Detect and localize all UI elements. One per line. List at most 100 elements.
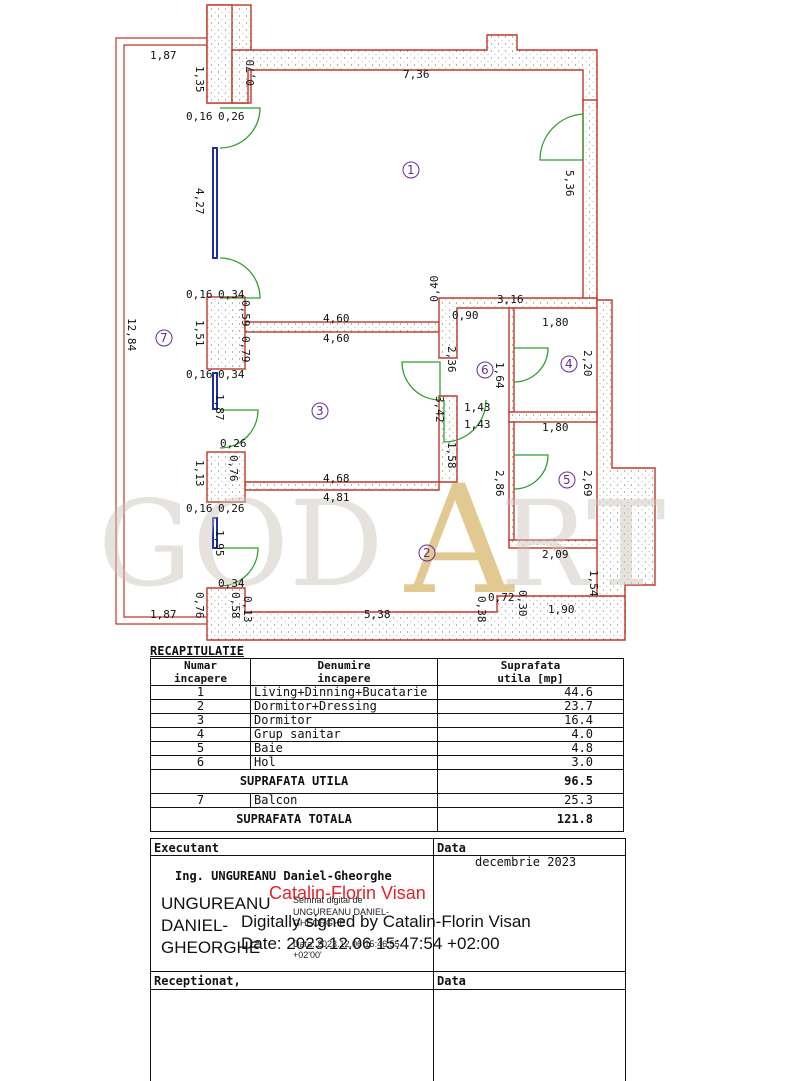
row-num: 6 bbox=[150, 755, 251, 770]
svg-text:1,95: 1,95 bbox=[213, 530, 226, 557]
header-num-line2: incapere bbox=[174, 672, 227, 685]
row-area: 4.0 bbox=[437, 727, 624, 742]
small-sig-line2: UNGUREANU DANIEL- bbox=[293, 907, 390, 917]
header-name-line1: Denumire bbox=[317, 659, 371, 672]
utila-label: SUPRAFATA UTILA bbox=[150, 769, 438, 794]
floor-plan: GOD A RT 1 2 3 4 5 6 7 1,87 1,35 0,70 7,… bbox=[98, 4, 665, 641]
windows bbox=[212, 147, 218, 549]
svg-text:0,59: 0,59 bbox=[239, 300, 252, 327]
svg-text:0,34: 0,34 bbox=[218, 368, 245, 381]
header-area-line1: Suprafata bbox=[500, 659, 561, 672]
row-num: 3 bbox=[150, 713, 251, 728]
svg-text:4,81: 4,81 bbox=[323, 491, 350, 504]
digital-signature-line1: Digitally signed by Catalin-Florin Visan bbox=[241, 912, 531, 931]
svg-text:0,16: 0,16 bbox=[186, 288, 213, 301]
svg-text:4,60: 4,60 bbox=[323, 332, 350, 345]
svg-text:RT: RT bbox=[500, 475, 665, 613]
svg-text:4,68: 4,68 bbox=[323, 472, 350, 485]
row-name: Grup sanitar bbox=[250, 727, 438, 742]
dimension-labels: 1,87 1,35 0,70 7,36 0,16 0,26 4,27 5,36 … bbox=[125, 49, 600, 623]
svg-text:0,90: 0,90 bbox=[452, 309, 479, 322]
row-name: Baie bbox=[250, 741, 438, 756]
engineer-name: Ing. UNGUREANU Daniel-Gheorghe bbox=[175, 869, 392, 883]
room-numbers: 1 2 3 4 5 6 7 bbox=[155, 161, 578, 562]
row-area: 25.3 bbox=[437, 793, 624, 808]
svg-text:2,09: 2,09 bbox=[542, 548, 569, 561]
row-name: Dormitor bbox=[250, 713, 438, 728]
header-num-line1: Numar bbox=[183, 659, 218, 672]
utila-value: 96.5 bbox=[437, 769, 624, 794]
svg-text:7,36: 7,36 bbox=[403, 68, 430, 81]
data-label-2: Data bbox=[437, 974, 466, 988]
row-num: 1 bbox=[150, 685, 251, 700]
svg-text:2,86: 2,86 bbox=[493, 470, 506, 497]
svg-text:0,76: 0,76 bbox=[227, 455, 240, 482]
row-area: 4.8 bbox=[437, 741, 624, 756]
svg-text:0,70: 0,70 bbox=[244, 60, 257, 87]
row-num: 5 bbox=[150, 741, 251, 756]
receptionat-label: Receptionat, bbox=[154, 974, 241, 988]
svg-text:1,43: 1,43 bbox=[464, 418, 491, 431]
svg-text:3,42: 3,42 bbox=[433, 396, 446, 423]
recap-title: RECAPITULATIE bbox=[150, 644, 244, 658]
svg-text:0,16: 0,16 bbox=[186, 368, 213, 381]
signer-line2: DANIEL- bbox=[161, 916, 229, 935]
svg-text:0,26: 0,26 bbox=[220, 437, 247, 450]
svg-text:0,34: 0,34 bbox=[218, 577, 245, 590]
svg-text:1,87: 1,87 bbox=[213, 394, 226, 421]
row-area: 44.6 bbox=[437, 685, 624, 700]
row-area: 23.7 bbox=[437, 699, 624, 714]
svg-text:0,79: 0,79 bbox=[239, 336, 252, 363]
svg-text:0,30: 0,30 bbox=[516, 590, 529, 617]
small-sig-line5: +02'00' bbox=[293, 950, 322, 960]
svg-text:0,76: 0,76 bbox=[193, 592, 206, 619]
svg-text:5,36: 5,36 bbox=[563, 170, 576, 197]
watermark: GOD A RT bbox=[98, 454, 665, 628]
svg-text:1,35: 1,35 bbox=[193, 66, 206, 93]
row-area: 3.0 bbox=[437, 755, 624, 770]
svg-text:0,58: 0,58 bbox=[229, 592, 242, 619]
totala-label: SUPRAFATA TOTALA bbox=[150, 807, 438, 832]
room-number-7: 7 bbox=[160, 331, 168, 345]
room-number-3: 3 bbox=[316, 404, 324, 418]
doors bbox=[219, 107, 584, 587]
room-number-1: 1 bbox=[407, 163, 415, 177]
svg-text:5,38: 5,38 bbox=[364, 608, 391, 621]
walls bbox=[206, 4, 656, 641]
row-name: Dormitor+Dressing bbox=[250, 699, 438, 714]
balcony-outline bbox=[115, 37, 208, 625]
svg-text:0,16: 0,16 bbox=[186, 110, 213, 123]
executant-label: Executant bbox=[154, 841, 220, 855]
svg-text:1,43: 1,43 bbox=[464, 401, 491, 414]
room-number-6: 6 bbox=[481, 363, 489, 377]
small-sig-line3: GHEORGHE bbox=[293, 918, 346, 928]
svg-text:3,16: 3,16 bbox=[497, 293, 524, 306]
date-value: decembrie 2023 bbox=[475, 855, 577, 869]
svg-text:0,13: 0,13 bbox=[241, 596, 254, 623]
svg-text:1,13: 1,13 bbox=[193, 460, 206, 487]
svg-text:2,69: 2,69 bbox=[581, 470, 594, 497]
row-name: Living+Dinning+Bucatarie bbox=[250, 685, 438, 700]
svg-text:1,64: 1,64 bbox=[493, 362, 506, 389]
row-num: 4 bbox=[150, 727, 251, 742]
row-name: Balcon bbox=[250, 793, 438, 808]
signer-line1: UNGUREANU bbox=[161, 894, 271, 913]
signature-block: Executant Data decembrie 2023 Ing. UNGUR… bbox=[150, 838, 626, 1081]
svg-text:0,38: 0,38 bbox=[475, 596, 488, 623]
svg-text:1,51: 1,51 bbox=[193, 320, 206, 347]
svg-text:2,20: 2,20 bbox=[581, 350, 594, 377]
data-label: Data bbox=[437, 841, 466, 855]
svg-text:1,58: 1,58 bbox=[445, 442, 458, 469]
svg-text:1,90: 1,90 bbox=[548, 603, 575, 616]
digital-signature-line2: Date: 2023.12.06 15:47:54 +02:00 bbox=[241, 934, 500, 953]
